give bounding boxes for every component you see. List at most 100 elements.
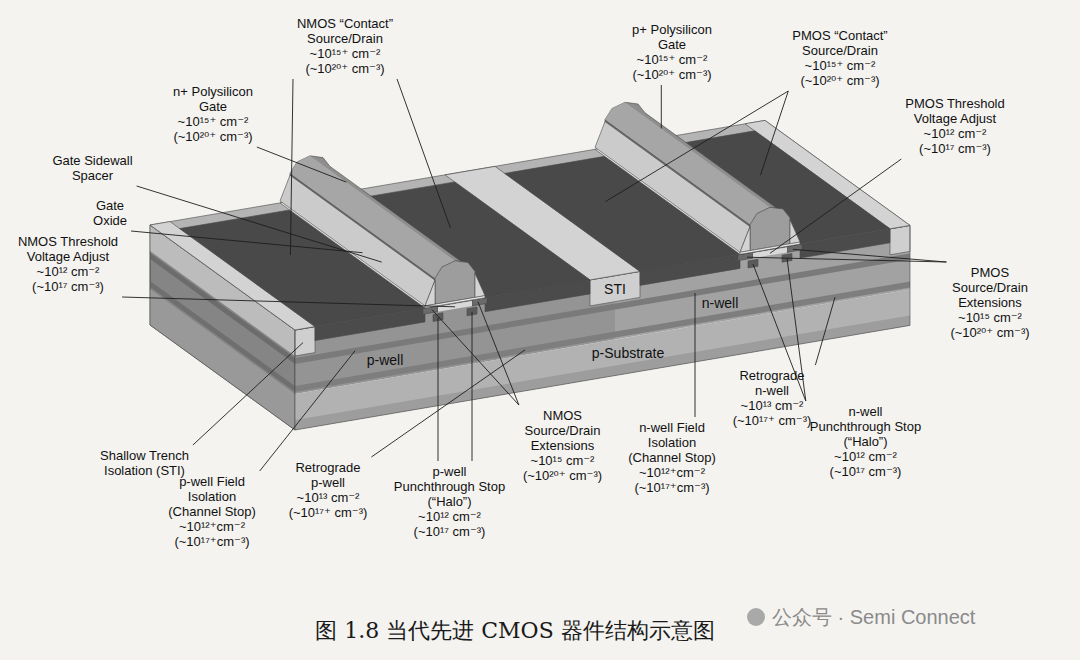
figure-caption: 图 1.8 当代先进 CMOS 器件结构示意图 [120,616,910,646]
callout-name: n-well Punchthrough Stop (“Halo”) [808,404,923,449]
dose-value: (~10¹⁷ cm⁻³) [895,141,1015,156]
leader-line [760,91,788,175]
spacer-front [790,220,800,244]
callout-label: NMOS Threshold Voltage Adjust~10¹² cm⁻²(… [8,234,128,294]
callout-name: p-well Punchthrough Stop (“Halo”) [392,464,507,509]
dose-value: (~10²⁰⁺ cm⁻³) [617,67,727,82]
leader-line [432,310,519,405]
callout-name: Shallow Trench Isolation (STI) [92,448,197,478]
callout-name: PMOS “Contact” Source/Drain [780,28,900,58]
callout-name: Retrograde p-well [288,460,368,490]
region-label: p-Substrate [592,345,664,361]
callout-name: NMOS Threshold Voltage Adjust [8,234,128,264]
callout-name: p-well Field Isolation (Channel Stop) [162,474,262,519]
leader-line [122,297,455,307]
dose-value: ~10¹² cm⁻² [8,264,128,279]
callout-label: p-well Punchthrough Stop (“Halo”)~10¹² c… [392,464,507,539]
callout-name: Gate Sidewall Spacer [45,153,140,183]
region-label: p-well [367,352,404,368]
region-label: STI [604,281,626,297]
sti-front [890,225,910,254]
callout-label: NMOS “Contact” Source/Drain~10¹⁵⁺ cm⁻²(~… [285,16,405,76]
leader-line [260,351,355,471]
dose-value: (~10¹⁷⁺cm⁻³) [622,480,722,495]
leader-line [472,312,473,461]
leader-line [397,79,450,228]
dose-value: (~10¹⁷⁺ cm⁻³) [732,413,812,428]
dose-value: ~10¹²⁺cm⁻² [162,519,262,534]
sidewall-spacer [280,175,435,306]
gate-oxide-front [740,242,800,254]
callout-label: PMOS Threshold Voltage Adjust~10¹² cm⁻²(… [895,96,1015,156]
leader-line [257,147,346,182]
callout-name: NMOS Source/Drain Extensions [510,408,615,453]
gate-front [435,261,475,304]
callout-name: Retrograde n-well [732,368,812,398]
substrate-lower [295,315,910,430]
leader-line [770,159,901,253]
gate-front [750,207,790,250]
callout-label: Gate Oxide [85,198,135,228]
dose-value: ~10¹³ cm⁻² [732,398,812,413]
dose-value: (~10²⁰⁺ cm⁻³) [158,129,268,144]
callout-label: NMOS Source/Drain Extensions~10¹⁵ cm⁻²(~… [510,408,615,483]
leader-line [815,297,835,365]
dose-value: (~10¹⁷ cm⁻³) [392,524,507,539]
watermark: 公众号 · Semi Connect [772,604,975,631]
leader-line [193,343,303,445]
dose-value: ~10¹⁵ cm⁻² [940,310,1040,325]
leader-line [605,91,788,202]
callout-name: Gate Oxide [85,198,135,228]
dose-value: (~10²⁰⁺ cm⁻³) [940,325,1040,340]
callout-label: Retrograde p-well~10¹³ cm⁻²(~10¹⁷⁺ cm⁻³) [288,460,368,520]
leader-line [478,302,519,405]
dose-value: ~10¹³ cm⁻² [288,490,368,505]
callout-name: PMOS Threshold Voltage Adjust [895,96,1015,126]
dose-value: ~10¹² cm⁻² [895,126,1015,141]
watermark-icon [747,608,765,626]
spacer-front [425,280,435,306]
callout-name: NMOS “Contact” Source/Drain [285,16,405,46]
callout-label: Retrograde n-well~10¹³ cm⁻²(~10¹⁷⁺ cm⁻³) [732,368,812,428]
dose-value: (~10¹⁷⁺ cm⁻³) [288,505,368,520]
leader-line [131,231,363,253]
callout-label: PMOS “Contact” Source/Drain~10¹⁵⁺ cm⁻²(~… [780,28,900,88]
dose-value: ~10¹⁵⁺ cm⁻² [285,46,405,61]
sti-front [295,327,315,356]
dose-value: ~10¹⁵ cm⁻² [510,453,615,468]
dose-value: (~10¹⁷⁺cm⁻³) [162,534,262,549]
leader-line [290,79,293,255]
callout-label: Gate Sidewall Spacer [45,153,140,183]
region-label: n-well [702,295,739,311]
spacer-front [475,273,485,297]
dose-value: ~10¹²⁺cm⁻² [622,465,722,480]
dose-value: (~10¹⁷ cm⁻³) [808,464,923,479]
callout-label: n-well Punchthrough Stop (“Halo”)~10¹² c… [808,404,923,479]
dose-value: (~10¹⁷ cm⁻³) [8,279,128,294]
callout-label: Shallow Trench Isolation (STI) [92,448,197,478]
callout-label: p-well Field Isolation (Channel Stop)~10… [162,474,262,549]
dose-value: ~10¹² cm⁻² [808,449,923,464]
sidewall-spacer [595,122,750,253]
dose-value: ~10¹² cm⁻² [392,509,507,524]
dose-value: ~10¹⁵⁺ cm⁻² [617,52,727,67]
callout-name: n+ Polysilicon Gate [158,84,268,114]
dose-value: ~10¹⁵⁺ cm⁻² [780,58,900,73]
dose-value: (~10²⁰⁺ cm⁻³) [510,468,615,483]
halo-front [748,259,758,268]
spacer-front [740,227,750,253]
leader-line [695,293,696,417]
callout-label: PMOS Source/Drain Extensions~10¹⁵ cm⁻²(~… [940,265,1040,340]
dose-value: (~10²⁰⁺ cm⁻³) [780,73,900,88]
leader-line [793,249,946,262]
callout-name: n-well Field Isolation (Channel Stop) [622,420,722,465]
dose-value: (~10²⁰⁺ cm⁻³) [285,61,405,76]
callout-name: p+ Polysilicon Gate [617,22,727,52]
leader-line [661,85,662,129]
leader-line [438,318,439,461]
dose-value: ~10¹⁵⁺ cm⁻² [158,114,268,129]
callout-label: n+ Polysilicon Gate~10¹⁵⁺ cm⁻²(~10²⁰⁺ cm… [158,84,268,144]
callout-label: p+ Polysilicon Gate~10¹⁵⁺ cm⁻²(~10²⁰⁺ cm… [617,22,727,82]
callout-label: n-well Field Isolation (Channel Stop)~10… [622,420,722,495]
